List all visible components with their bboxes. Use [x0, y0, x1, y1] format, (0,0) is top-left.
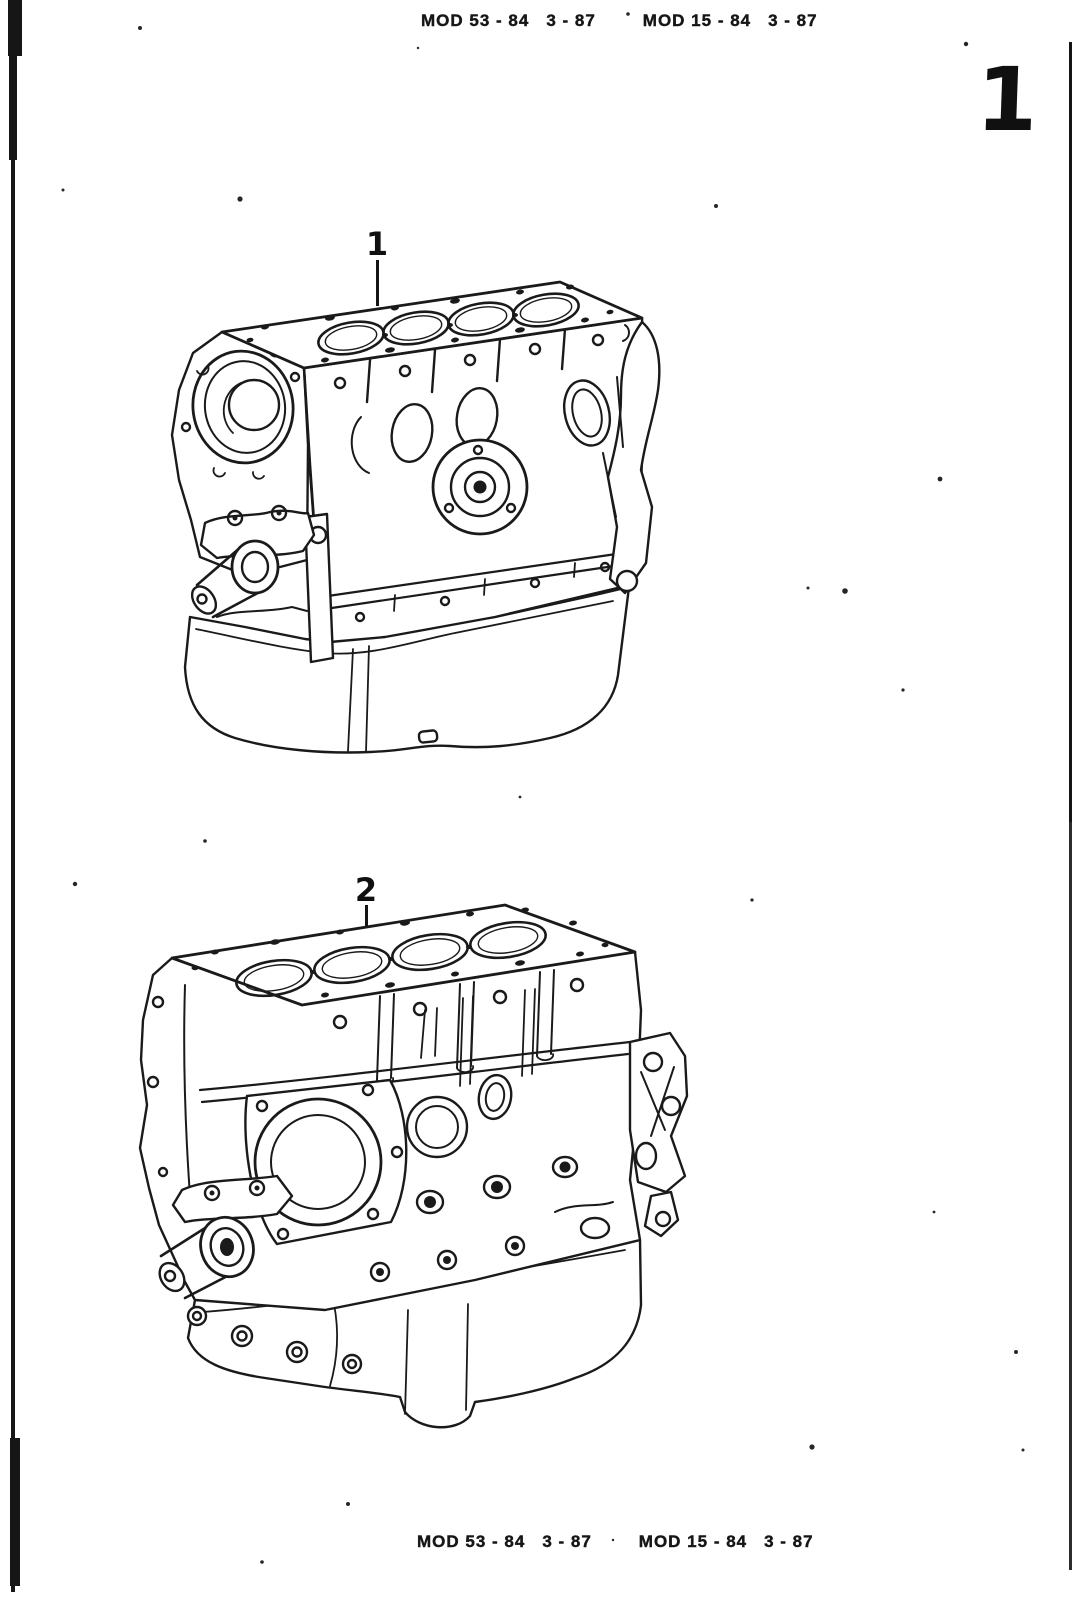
engine2-side-openings [369, 1073, 579, 1283]
left-binding-mark-top [8, 0, 22, 56]
engine2-front-cover-seal [244, 1078, 408, 1246]
engine1-right-end-bracket [563, 320, 661, 595]
engine2-deck-bolt-holes [191, 907, 609, 998]
engine2-crank-snout-assembly [158, 1174, 294, 1300]
section-number: 1 [974, 48, 1040, 151]
engine-short-block-illustration-2 [138, 903, 689, 1429]
engine1-deck-bolt-holes [246, 284, 614, 363]
page-footer: MOD 53 - 84 3 - 87 MOD 15 - 84 3 - 87 [417, 1532, 814, 1552]
header-date-right: 3 - 87 [768, 11, 818, 30]
engine1-top-deck [220, 280, 644, 370]
header-model-right: MOD 15 - 84 [642, 11, 752, 30]
footer-date-left: 3 - 87 [542, 1532, 592, 1551]
callout-label-figure-2: 2 [354, 871, 378, 909]
footer-model-left: MOD 53 - 84 [417, 1532, 526, 1551]
engine1-oil-pan [183, 585, 631, 754]
footer-date-right: 3 - 87 [764, 1532, 814, 1551]
engine2-mount-bracket [628, 1031, 689, 1238]
page-header: MOD 53 - 84 3 - 87 MOD 15 - 84 3 - 87 [421, 11, 818, 31]
callout-label-figure-1: 1 [365, 225, 389, 263]
left-binding-edge-line [11, 0, 15, 1592]
left-binding-mark-bottom [10, 1438, 20, 1586]
engine1-water-pump-boss [431, 438, 529, 536]
engine1-crank-snout-assembly [190, 504, 335, 664]
callout-leader-line-1 [376, 260, 379, 306]
engine2-top-deck [170, 903, 637, 1007]
header-model-left: MOD 53 - 84 [421, 11, 530, 30]
right-page-edge-line-dark [1069, 42, 1072, 822]
engine-short-block-illustration-1 [170, 280, 661, 754]
header-date-left: 3 - 87 [546, 11, 596, 30]
engine2-pan-rail-bolts [186, 1305, 363, 1375]
left-binding-mark-upper [9, 56, 17, 160]
footer-model-right: MOD 15 - 84 [638, 1532, 748, 1551]
